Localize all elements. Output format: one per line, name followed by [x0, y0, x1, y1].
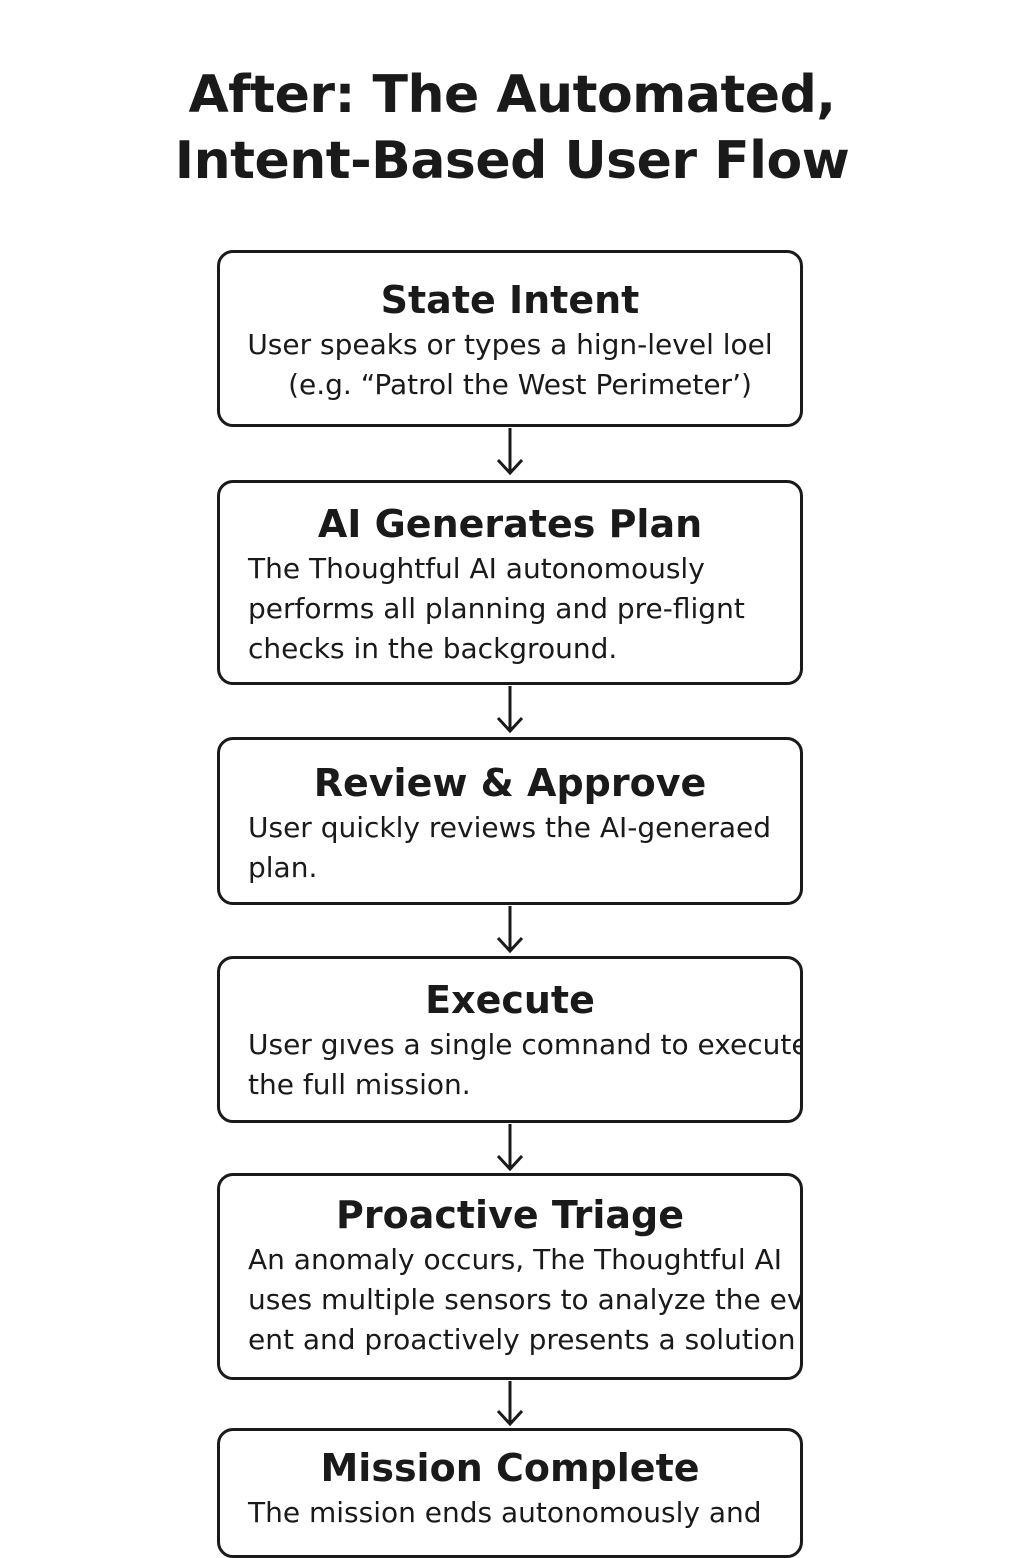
step-description-line: The Thoughtful AI autonomously [248, 552, 705, 585]
step-description-line: the full mission. [248, 1068, 471, 1101]
arrow-down-icon [496, 428, 524, 476]
step-title: Mission Complete [320, 1446, 700, 1490]
step-description-line: User quickly reviews the AI-generaed [248, 811, 771, 844]
step-title: State Intent [380, 278, 640, 322]
step-mission-complete: Mission Complete The mission ends autono… [217, 1428, 803, 1558]
step-ai-generates-plan: AI Generates Plan The Thoughtful AI auto… [217, 480, 803, 685]
page-title-line-2: Intent-Based User Flow [174, 131, 850, 191]
page-title: After: The Automated, Intent-Based User … [0, 62, 1024, 194]
step-title: Execute [425, 978, 595, 1022]
step-description-line: performs all planning and pre-flignt [248, 592, 745, 625]
step-description-line: User speaks or types a hign-level loel [247, 328, 773, 361]
arrow-down-icon [496, 1124, 524, 1172]
step-review-approve: Review & Approve User quickly reviews th… [217, 737, 803, 905]
step-description-line: checks in the background. [248, 632, 618, 665]
step-description: The Thoughtful AI autonomously performs … [220, 547, 800, 669]
step-title: Review & Approve [313, 761, 707, 805]
step-execute: Execute User gıves a single comnand to e… [217, 956, 803, 1123]
step-description: User quickly reviews the AI-generaed pla… [220, 806, 800, 888]
step-proactive-triage: Proactive Triage An anomaly occurs, The … [217, 1173, 803, 1380]
step-description-line: ent and proactively presents a solution … [248, 1323, 803, 1356]
step-description-line: (e.g. “Patrol the West Perimeter’) [288, 368, 752, 401]
step-title: Proactive Triage [336, 1193, 684, 1237]
arrow-down-icon [496, 906, 524, 954]
step-description: User gıves a single comnand to execute t… [220, 1023, 800, 1105]
arrow-down-icon [496, 1381, 524, 1427]
step-description: The mission ends autonomously and [220, 1491, 800, 1533]
step-description-line: User gıves a single comnand to execute [248, 1028, 803, 1061]
step-description-line: An anomaly occurs, The Thoughtful AI [248, 1243, 782, 1276]
step-title: AI Generates Plan [317, 502, 703, 546]
step-description-line: uses multiple sensors to analyze the ev [248, 1283, 803, 1316]
arrow-down-icon [496, 686, 524, 734]
step-state-intent: State Intent User speaks or types a hign… [217, 250, 803, 427]
step-description-line: The mission ends autonomously and [248, 1496, 762, 1529]
step-description: An anomaly occurs, The Thoughtful AI use… [220, 1238, 800, 1360]
step-description-line: plan. [248, 851, 318, 884]
page-title-line-1: After: The Automated, [188, 65, 836, 125]
step-description: User speaks or types a hign-level loel (… [220, 323, 800, 405]
